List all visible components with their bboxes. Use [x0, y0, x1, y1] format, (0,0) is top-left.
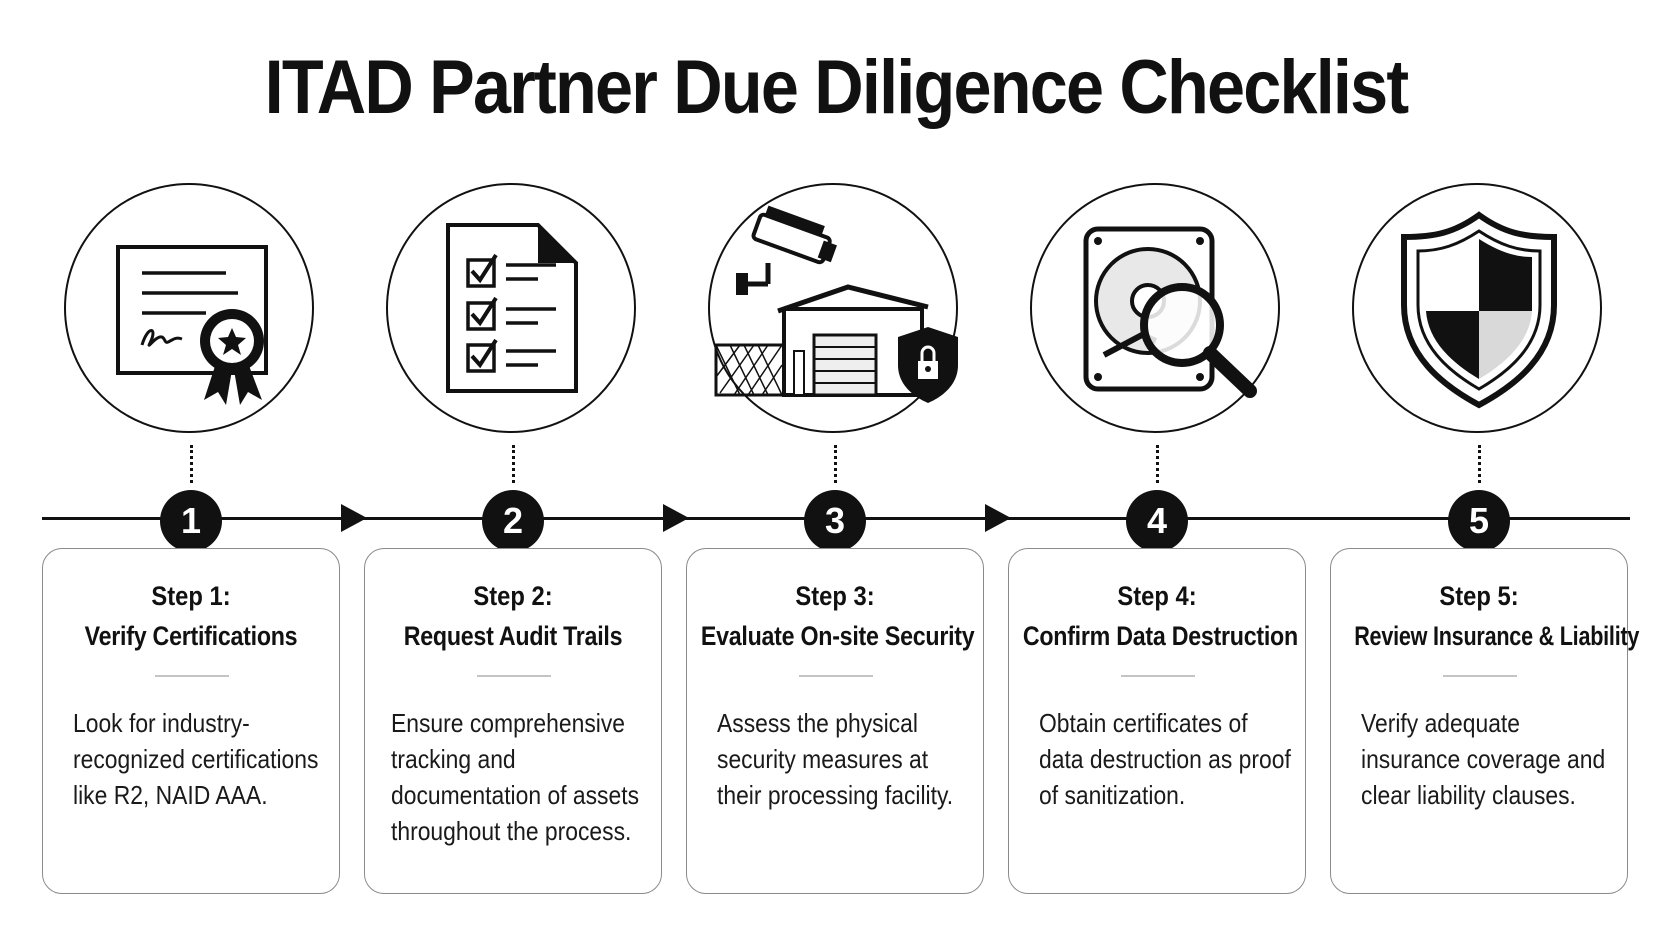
connector-dots: [834, 445, 837, 483]
divider: [1121, 675, 1195, 677]
hard-drive-inspection-icon: [1083, 226, 1257, 398]
step-card-1: Step 1: Verify Certifications Look for i…: [42, 548, 340, 894]
step-title: Confirm Data Destruction: [1022, 621, 1298, 651]
step-description: Verify adequate insurance coverage and c…: [1361, 708, 1606, 810]
step-description: Assess the physical security measures at…: [717, 708, 954, 810]
step-label: Step 2:: [473, 581, 553, 611]
step-title: Evaluate On-site Security: [700, 621, 975, 651]
secure-facility-icon: [714, 205, 958, 403]
certificate-icon: [116, 245, 268, 405]
step-title: Verify Certifications: [84, 621, 298, 651]
step-label: Step 4:: [1117, 581, 1197, 611]
step-description: Ensure comprehensive tracking and docume…: [391, 708, 640, 846]
step-label: Step 5:: [1439, 581, 1519, 611]
step-card-3: Step 3: Evaluate On-site Security Assess…: [686, 548, 984, 894]
step-title: Review Insurance & Liability: [1354, 621, 1640, 651]
connector-dots: [190, 445, 193, 483]
connector-dots: [1478, 445, 1481, 483]
connector-dots: [512, 445, 515, 483]
step-card-2: Step 2: Request Audit Trails Ensure comp…: [364, 548, 662, 894]
step-number-5: 5: [1448, 490, 1510, 552]
arrow-icon: [985, 504, 1011, 532]
step-label: Step 3:: [795, 581, 875, 611]
step-description: Obtain certificates of data destruction …: [1039, 708, 1291, 810]
step-title: Request Audit Trails: [403, 621, 623, 651]
step-3-icon-circle: [708, 183, 958, 433]
step-number-1: 1: [160, 490, 222, 552]
connector-dots: [1156, 445, 1159, 483]
step-5-icon-circle: [1352, 183, 1602, 433]
checklist-document-icon: [446, 223, 578, 393]
step-number-4: 4: [1126, 490, 1188, 552]
step-number-2: 2: [482, 490, 544, 552]
step-4-icon-circle: [1030, 183, 1280, 433]
shield-icon: [1401, 211, 1557, 409]
step-description: Look for industry-recognized certificati…: [73, 708, 319, 810]
step-2-icon-circle: [386, 183, 636, 433]
step-1-icon-circle: [64, 183, 314, 433]
arrow-icon: [663, 504, 689, 532]
divider: [1443, 675, 1517, 677]
page-title: ITAD Partner Due Diligence Checklist: [264, 45, 1409, 130]
divider: [155, 675, 229, 677]
divider: [799, 675, 873, 677]
arrow-icon: [341, 504, 367, 532]
step-card-5: Step 5: Review Insurance & Liability Ver…: [1330, 548, 1640, 894]
step-card-4: Step 4: Confirm Data Destruction Obtain …: [1008, 548, 1306, 894]
divider: [477, 675, 551, 677]
step-number-3: 3: [804, 490, 866, 552]
step-label: Step 1:: [151, 581, 231, 611]
